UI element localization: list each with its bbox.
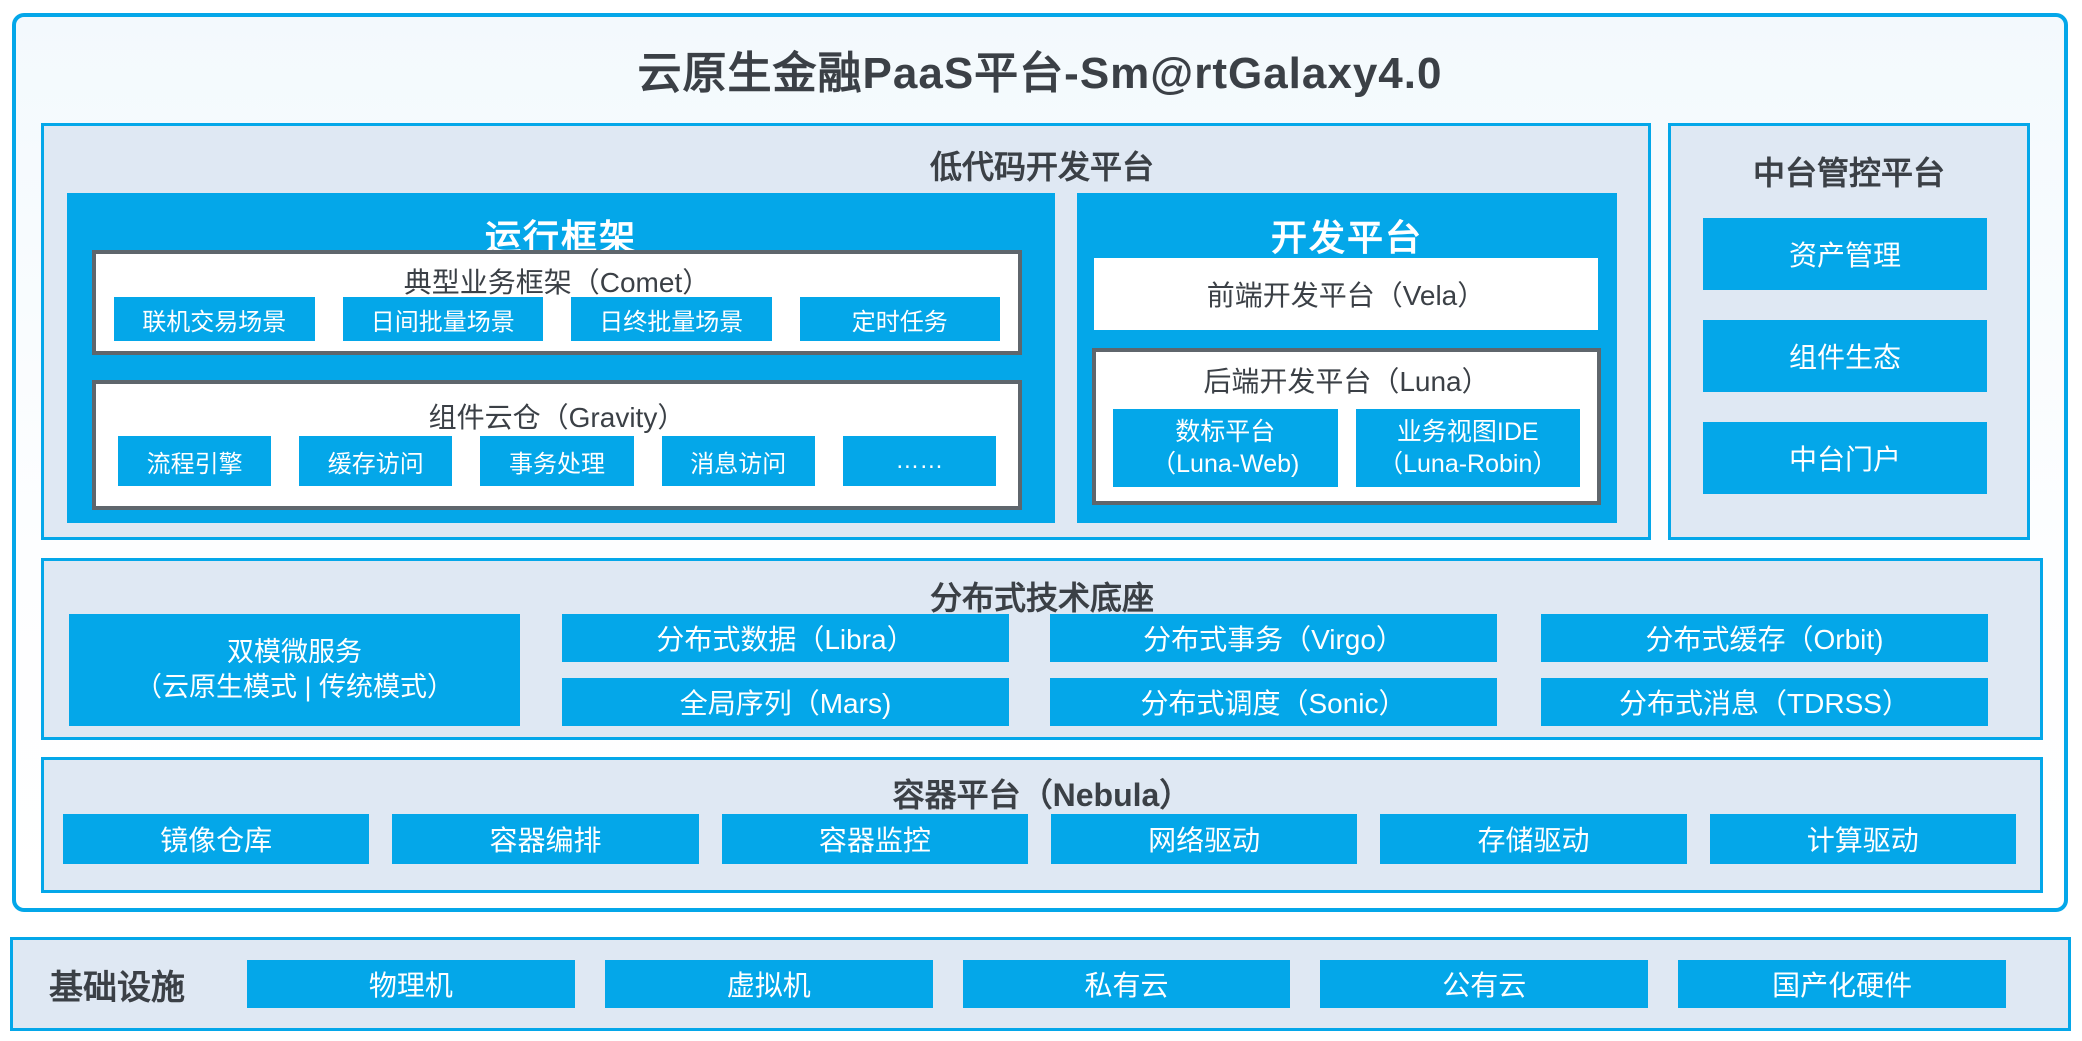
vela-frontend-title: 前端开发平台（Vela）: [1206, 280, 1486, 311]
distributed-data-libra-box: 分布式数据（Libra）: [562, 614, 1009, 662]
luna-web-name: 数标平台: [1175, 417, 1276, 446]
page-title: 云原生金融PaaS平台-Sm@rtGalaxy4.0: [637, 49, 1443, 98]
luna-robin-code: （Luna-Robin）: [1378, 450, 1558, 478]
container-platform-panel: 容器平台（Nebula） 镜像仓库 容器编排 容器监控 网络驱动 存储驱动 计算…: [41, 757, 2043, 893]
dev-platform-label: 开发平台: [1270, 217, 1423, 258]
nebula-item-compute-driver: 计算驱动: [1709, 814, 2016, 864]
distributed-scheduling-sonic-box: 分布式调度（Sonic）: [1050, 678, 1497, 726]
luna-items-row: 数标平台 （Luna-Web) 业务视图IDE （Luna-Robin）: [1096, 409, 1597, 487]
infrastructure-row: 物理机 虚拟机 私有云 公有云 国产化硬件: [247, 960, 2006, 1008]
luna-web-code: （Luna-Web): [1151, 450, 1300, 478]
dual-mode-modes: （云原生模式 | 传统模式）: [134, 672, 455, 702]
gravity-item-ellipsis: ……: [842, 436, 997, 486]
infra-item-virtual-machine: 虚拟机: [604, 960, 933, 1008]
main-container: 云原生金融PaaS平台-Sm@rtGalaxy4.0 低代码开发平台 运行框架 …: [12, 13, 2068, 912]
midplatform-item-portal: 中台门户: [1703, 422, 1987, 494]
midplatform-label: 中台管控平台: [1752, 155, 1945, 191]
gravity-items-row: 流程引擎 缓存访问 事务处理 消息访问 ……: [96, 436, 1018, 486]
nebula-item-container-orchestration: 容器编排: [392, 814, 699, 864]
comet-framework-box: 典型业务框架（Comet） 联机交易场景 日间批量场景 日终批量场景 定时任务: [92, 250, 1022, 355]
distributed-cache-orbit-box: 分布式缓存（Orbit): [1541, 614, 1988, 662]
nebula-item-image-repository: 镜像仓库: [63, 814, 370, 864]
vela-frontend-box: 前端开发平台（Vela）: [1094, 258, 1598, 330]
gravity-item-cache-access: 缓存访问: [299, 436, 453, 486]
comet-item-scheduled-task: 定时任务: [799, 297, 1000, 341]
midplatform-item-component-ecosystem: 组件生态: [1703, 320, 1987, 392]
infra-item-physical-machine: 物理机: [247, 960, 575, 1008]
luna-web-box: 数标平台 （Luna-Web): [1113, 409, 1338, 487]
infrastructure-label: 基础设施: [49, 968, 185, 1007]
nebula-item-container-monitoring: 容器监控: [721, 814, 1028, 864]
distributed-transaction-virgo-box: 分布式事务（Virgo）: [1050, 614, 1497, 662]
gravity-warehouse-title: 组件云仓（Gravity）: [428, 402, 686, 433]
container-platform-label: 容器平台（Nebula）: [892, 777, 1192, 813]
infra-item-domestic-hardware: 国产化硬件: [1678, 960, 2006, 1008]
luna-robin-box: 业务视图IDE （Luna-Robin）: [1355, 409, 1580, 487]
comet-item-endofday-batch: 日终批量场景: [571, 297, 772, 341]
distributed-base-label: 分布式技术底座: [929, 580, 1154, 616]
infra-item-private-cloud: 私有云: [962, 960, 1291, 1008]
gravity-warehouse-box: 组件云仓（Gravity） 流程引擎 缓存访问 事务处理 消息访问 ……: [92, 380, 1022, 510]
comet-item-daytime-batch: 日间批量场景: [342, 297, 543, 341]
comet-framework-title: 典型业务框架（Comet）: [403, 267, 711, 298]
comet-items-row: 联机交易场景 日间批量场景 日终批量场景 定时任务: [96, 297, 1018, 341]
distributed-message-tdrss-box: 分布式消息（TDRSS）: [1541, 678, 1988, 726]
distributed-base-panel: 分布式技术底座 双模微服务 （云原生模式 | 传统模式） 分布式数据（Libra…: [41, 558, 2043, 740]
nebula-item-storage-driver: 存储驱动: [1380, 814, 1687, 864]
midplatform-item-asset-management: 资产管理: [1703, 218, 1987, 290]
runtime-framework-panel: 运行框架 典型业务框架（Comet） 联机交易场景 日间批量场景 日终批量场景 …: [67, 193, 1055, 523]
gravity-item-process-engine: 流程引擎: [118, 436, 272, 486]
dev-platform-panel: 开发平台 前端开发平台（Vela） 后端开发平台（Luna） 数标平台 （Lun…: [1077, 193, 1617, 523]
dual-mode-microservice-box: 双模微服务 （云原生模式 | 传统模式）: [69, 614, 520, 726]
luna-backend-box: 后端开发平台（Luna） 数标平台 （Luna-Web) 业务视图IDE （Lu…: [1092, 348, 1601, 505]
lowcode-platform-label: 低代码开发平台: [929, 149, 1154, 185]
dual-mode-name: 双模微服务: [227, 636, 362, 667]
gravity-item-message-access: 消息访问: [661, 436, 815, 486]
infra-item-public-cloud: 公有云: [1320, 960, 1649, 1008]
luna-robin-name: 业务视图IDE: [1396, 417, 1539, 446]
infrastructure-panel: 基础设施 物理机 虚拟机 私有云 公有云 国产化硬件: [10, 937, 2071, 1031]
luna-backend-title: 后端开发平台（Luna）: [1203, 366, 1490, 397]
global-sequence-mars-box: 全局序列（Mars): [562, 678, 1009, 726]
midplatform-control-panel: 中台管控平台 资产管理 组件生态 中台门户: [1668, 123, 2030, 540]
comet-item-online-transaction: 联机交易场景: [114, 297, 315, 341]
lowcode-platform-panel: 低代码开发平台 运行框架 典型业务框架（Comet） 联机交易场景 日间批量场景…: [41, 123, 1651, 540]
container-platform-row: 镜像仓库 容器编排 容器监控 网络驱动 存储驱动 计算驱动: [44, 814, 2040, 864]
nebula-item-network-driver: 网络驱动: [1050, 814, 1358, 864]
gravity-item-transaction-processing: 事务处理: [480, 436, 634, 486]
